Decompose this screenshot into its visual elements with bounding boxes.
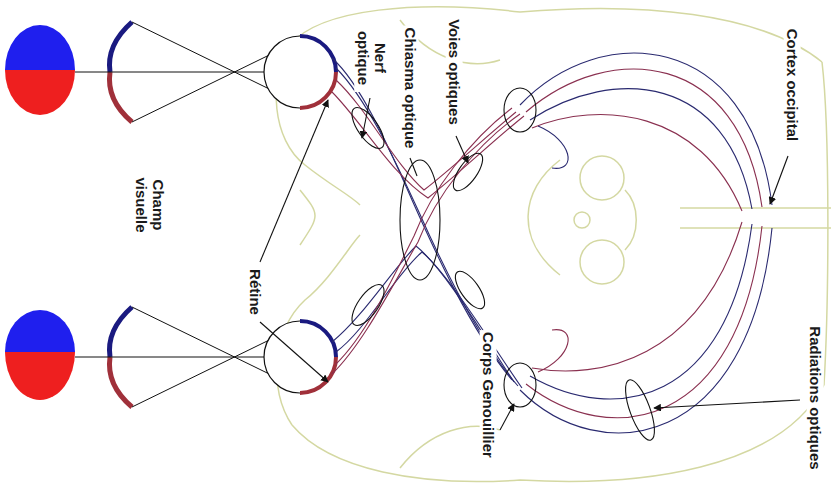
visual-field: [5, 25, 75, 400]
structure-label: Cortex occipital: [783, 27, 800, 144]
eye: [264, 36, 336, 393]
structure-label: Rétine: [246, 267, 263, 317]
leader-line: [260, 98, 800, 430]
structure-outline: [346, 88, 660, 443]
structure-label: Nerf optique: [355, 24, 390, 92]
optic-radiations: [520, 53, 772, 433]
structure-label: Champ visuelle: [133, 168, 168, 242]
brain-outline: [276, 7, 831, 482]
structure-label: Chiasma optique: [401, 26, 418, 151]
structure-label: Voies optiques: [445, 17, 462, 127]
structure-label: Radiations optiques: [806, 324, 823, 471]
structure-label: Corps Genouillier: [479, 330, 496, 460]
